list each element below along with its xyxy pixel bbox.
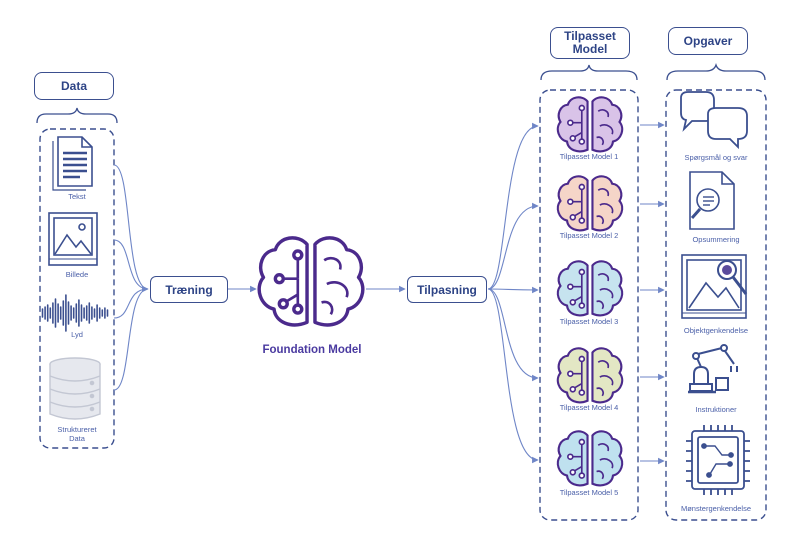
tasks-brace xyxy=(666,62,766,81)
connector-model-3 xyxy=(487,286,539,294)
connector-model-2 xyxy=(487,202,539,290)
task-label-summary: Opsummering xyxy=(692,235,740,244)
models-brace xyxy=(540,64,638,81)
task-connectors xyxy=(640,121,665,465)
speech-bubbles-icon xyxy=(680,91,748,150)
model-brain-icon-3 xyxy=(556,260,624,317)
model-brain-icon-4 xyxy=(556,347,624,404)
model-brains xyxy=(556,96,624,487)
tasks-group-container xyxy=(665,89,767,521)
task-label-pattern: Mønstergenkendelse xyxy=(680,504,752,513)
audio-waveform-icon xyxy=(41,294,109,332)
chip-icon xyxy=(686,425,750,495)
model-brain-icon-1 xyxy=(556,96,624,153)
data-brace xyxy=(36,107,118,124)
connector-model-5 xyxy=(487,288,539,464)
task-label-instructions: Instruktioner xyxy=(695,405,737,414)
model-brain-icon-5 xyxy=(556,430,624,487)
adaptation-box: Tilpasning xyxy=(407,276,487,303)
training-box: Træning xyxy=(150,276,228,303)
model-brain-icon-2 xyxy=(556,175,624,232)
database-icon xyxy=(49,357,101,420)
foundation-model-label: Foundation Model xyxy=(262,344,362,356)
input-label-lyd: Lyd xyxy=(71,330,83,339)
connector-lyd xyxy=(113,288,149,319)
task-label-qa: Spørgsmål og svar xyxy=(684,153,748,162)
connector-model-1 xyxy=(487,122,539,290)
tilpasset-model-header: Tilpasset Model xyxy=(550,27,630,59)
connector-billede xyxy=(113,239,149,290)
object-detection-icon xyxy=(681,254,748,319)
task-label-object: Objektgenkendelse xyxy=(683,326,749,335)
robot-arm-icon xyxy=(688,344,738,394)
input-label-tekst: Tekst xyxy=(68,192,86,201)
input-connectors xyxy=(113,164,149,391)
connector-data xyxy=(113,288,149,391)
model-label-4: Tilpasset Model 4 xyxy=(559,403,619,412)
image-icon xyxy=(48,212,98,266)
model-label-5: Tilpasset Model 5 xyxy=(559,488,619,497)
model-label-2: Tilpasset Model 2 xyxy=(559,231,619,240)
input-label-billede: Billede xyxy=(65,270,89,279)
connector-model-4 xyxy=(487,288,539,382)
data-group-container xyxy=(39,128,115,449)
document-icon xyxy=(52,136,93,191)
model-label-1: Tilpasset Model 1 xyxy=(559,152,619,161)
model-connectors xyxy=(487,122,539,464)
foundation-brain-icon xyxy=(257,236,365,327)
document-search-icon xyxy=(689,171,735,230)
input-label-struktureret: Struktureret Data xyxy=(57,425,97,443)
connector-tekst xyxy=(113,164,149,293)
data-header: Data xyxy=(34,72,114,100)
model-label-3: Tilpasset Model 3 xyxy=(559,317,619,326)
opgaver-header: Opgaver xyxy=(668,27,748,55)
